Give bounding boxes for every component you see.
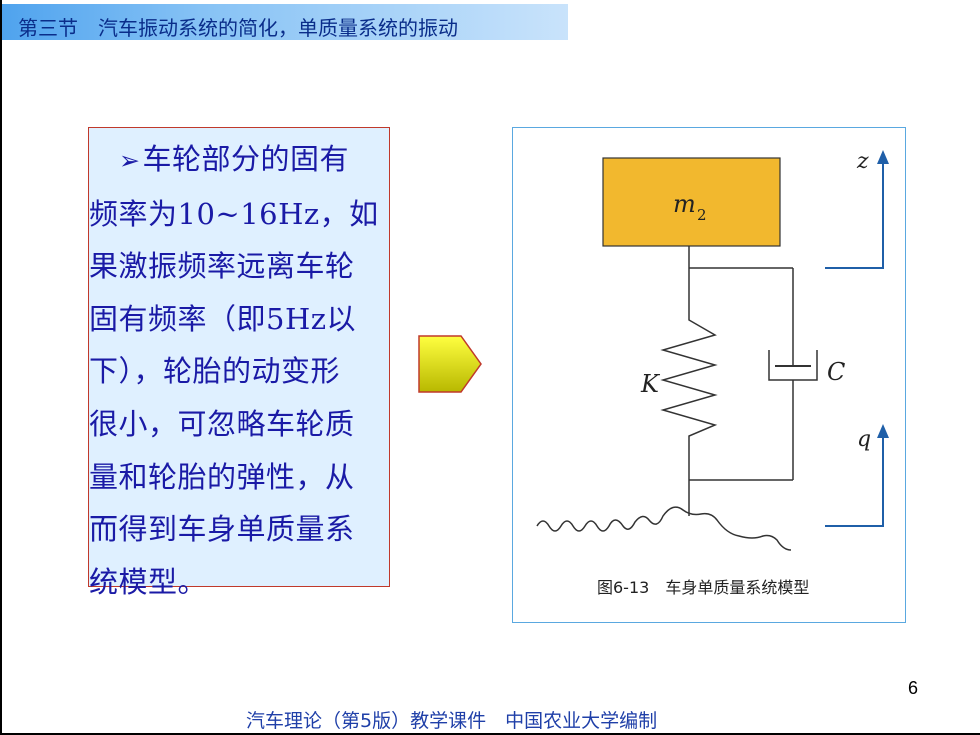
road-surface (536, 506, 792, 551)
text-line-1: ➢车轮部分的固有 (89, 133, 389, 188)
text-line-2: 频率为10~16Hz，如 (89, 196, 379, 231)
q-arrow-head (877, 424, 889, 438)
text-line-8: 而得到车身单质量系 (89, 512, 355, 547)
figure-frame: m 2 K C z q 图6-13 车身单质量系统模型 (512, 127, 906, 623)
text-line-7: 量和轮胎的弹性，从 (89, 459, 355, 494)
text-line-3: 果激振频率远离车轮 (89, 249, 355, 284)
page-title: 第三节 汽车振动系统的简化，单质量系统的振动 (18, 16, 458, 40)
z-axis-line (825, 160, 884, 269)
title-bar: 第三节 汽车振动系统的简化，单质量系统的振动 (2, 4, 568, 40)
quarter-car-model-diagram: m 2 K C z q 图6-13 车身单质量系统模型 (536, 149, 889, 597)
q-axis-line (825, 434, 884, 527)
q-label: q (857, 427, 871, 452)
z-arrow-head (877, 150, 889, 164)
description-text-box: ➢车轮部分的固有 频率为10~16Hz，如 果激振频率远离车轮 固有频率（即5H… (88, 127, 390, 599)
page-number: 6 (908, 678, 919, 698)
text-line-5: 下），轮胎的动变形 (89, 354, 341, 389)
figure-caption: 图6-13 车身单质量系统模型 (597, 578, 809, 597)
right-pentagon-arrow-icon (418, 335, 482, 393)
text-line-4: 固有频率（即5Hz以 (89, 301, 357, 336)
spring-label: K (640, 370, 661, 398)
z-label: z (856, 149, 869, 174)
text-line-content: 车轮部分的固有 (142, 142, 349, 176)
slide-left-border (0, 0, 2, 735)
damper-label: C (827, 358, 845, 386)
slide-bottom-border (0, 733, 980, 735)
text-line-6: 很小，可忽略车轮质 (89, 406, 355, 441)
mass-block (602, 157, 781, 247)
text-line-9: 统模型。 (89, 564, 208, 599)
spring (660, 268, 718, 480)
mass-label: m (673, 190, 696, 218)
mass-subscript: 2 (697, 206, 707, 224)
bullet-arrow-icon: ➢ (119, 146, 141, 175)
footer-text: 汽车理论（第5版）教学课件 中国农业大学编制 (246, 710, 658, 732)
